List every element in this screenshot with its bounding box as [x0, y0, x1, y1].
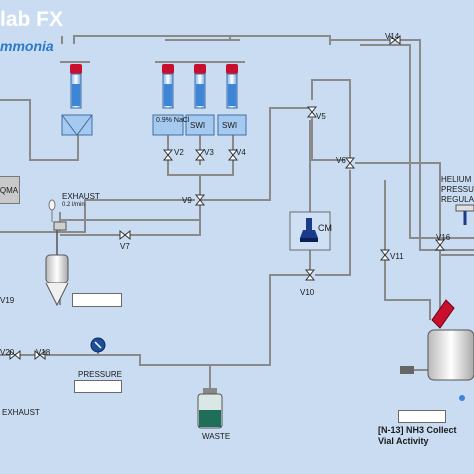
- helium-label-line3: REGULA: [441, 195, 474, 204]
- valve-v11-symbol[interactable]: [379, 249, 391, 261]
- pressure-label: PRESSURE: [78, 370, 123, 379]
- valve-v4-label[interactable]: V4: [236, 148, 246, 157]
- valve-v18-symbol[interactable]: [34, 349, 46, 361]
- valve-v16-label[interactable]: V16: [436, 233, 451, 242]
- reagent-vial-4: [226, 64, 238, 109]
- exhaust-needle: [48, 199, 56, 222]
- exhaust-bottom-label: EXHAUST: [2, 408, 40, 417]
- valve-v7-symbol[interactable]: [119, 229, 131, 241]
- reagent-vial-1: [70, 64, 82, 109]
- pressure-gauge: [90, 337, 106, 353]
- reservoir-swi-2-label: SWI: [222, 121, 238, 130]
- valve-v2-label[interactable]: V2: [174, 148, 184, 157]
- app-title: lab FX: [0, 8, 64, 31]
- valve-v2-symbol[interactable]: [162, 149, 174, 161]
- reactor-readout: [72, 293, 122, 307]
- valve-v14-label[interactable]: V14: [385, 32, 400, 41]
- reservoir-swi-1: [185, 114, 215, 136]
- valves: [9, 34, 446, 361]
- valve-v9-symbol[interactable]: [194, 194, 206, 206]
- valve-v11-label[interactable]: V11: [390, 252, 404, 261]
- qma-cartridge-holder: [61, 114, 93, 136]
- valve-v9-label[interactable]: V9: [182, 196, 192, 205]
- waste-label: WASTE: [202, 432, 231, 441]
- tubing: [0, 35, 474, 390]
- valve-v3-symbol[interactable]: [194, 149, 206, 161]
- valve-v10-symbol[interactable]: [304, 269, 316, 281]
- reservoir-swi-2: [217, 114, 247, 136]
- product-collect-vial: [400, 299, 474, 401]
- valve-v4-symbol[interactable]: [227, 149, 239, 161]
- valve-v20-label[interactable]: V20: [0, 348, 15, 357]
- valve-v5-symbol[interactable]: [306, 106, 318, 118]
- valve-v20-symbol[interactable]: [9, 349, 21, 361]
- valve-v16-symbol[interactable]: [434, 239, 446, 251]
- reactor-vessel: [45, 221, 69, 307]
- valve-v18-label[interactable]: V18: [36, 348, 51, 357]
- valve-v7-label[interactable]: V7: [120, 242, 130, 251]
- activity-readout: [398, 410, 446, 423]
- cm-cartridge: [289, 211, 331, 251]
- pressure-readout: [74, 380, 122, 393]
- waste-bottle: [197, 388, 223, 429]
- helium-label-line1: HELIUM: [441, 175, 472, 184]
- reservoir-swi-1-label: SWI: [190, 121, 206, 130]
- cm-label: CM: [318, 223, 332, 233]
- product-label-line1: [N-13] NH3 Collect: [378, 425, 457, 435]
- valve-v10-label[interactable]: V10: [300, 288, 315, 297]
- exhaust-top-label: EXHAUST: [62, 192, 100, 201]
- valve-v19-label[interactable]: V19: [0, 296, 15, 305]
- valve-v6-symbol[interactable]: [344, 157, 356, 169]
- exhaust-flow-label: 0.2 l/min: [62, 202, 85, 208]
- valve-v5-label[interactable]: V5: [316, 112, 326, 121]
- valve-v3-label[interactable]: V3: [204, 148, 214, 157]
- reservoir-nacl-label: 0.9% NaCl: [156, 117, 190, 124]
- reagent-vial-3: [194, 64, 206, 109]
- product-label-line2: Vial Activity: [378, 436, 429, 446]
- valve-v14-symbol[interactable]: [389, 34, 401, 46]
- helium-label-line2: PRESSU: [441, 185, 474, 194]
- reagent-vial-2: [162, 64, 174, 109]
- valve-v6-label[interactable]: V6: [336, 156, 346, 165]
- process-subtitle: mmonia: [0, 38, 54, 54]
- qma-box[interactable]: QMA: [0, 176, 20, 204]
- reservoir-nacl: [152, 114, 184, 136]
- helium-regulator: [455, 204, 474, 225]
